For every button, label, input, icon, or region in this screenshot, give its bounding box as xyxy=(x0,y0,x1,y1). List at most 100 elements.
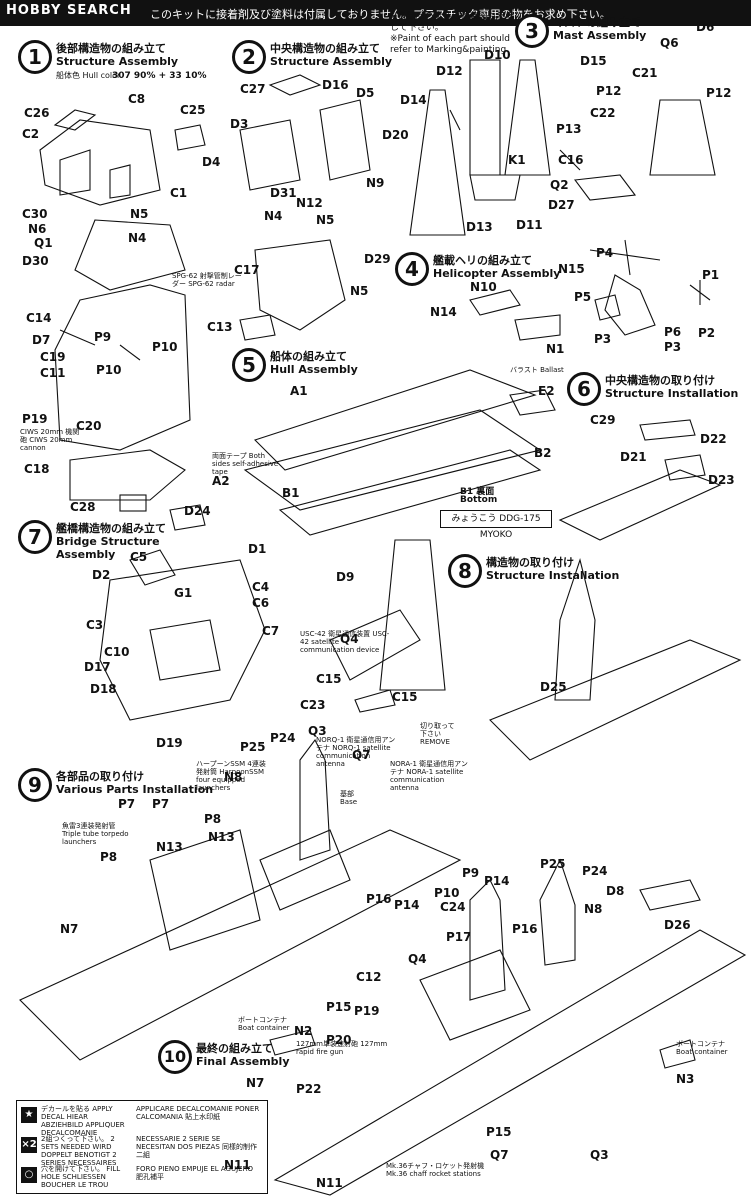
part-label: D16 xyxy=(322,78,349,92)
part-label: D4 xyxy=(202,155,221,169)
part-label: D27 xyxy=(548,198,575,212)
part-label: P22 xyxy=(296,1082,322,1096)
part-label: B2 xyxy=(534,446,552,460)
part-label: P24 xyxy=(270,731,296,745)
part-label: N13 xyxy=(156,840,183,854)
annotation: USC-42 衛星通信装置 USC-42 satellite communica… xyxy=(300,630,390,654)
part-label: P10 xyxy=(434,886,460,900)
part-label: P19 xyxy=(354,1004,380,1018)
part-label: D31 xyxy=(270,186,297,200)
part-label: P25 xyxy=(240,740,266,754)
annotation: SPG-62 射撃管制レーダー SPG-62 radar xyxy=(172,272,242,288)
part-label: D14 xyxy=(400,93,427,107)
part-label: Q4 xyxy=(340,632,359,646)
part-label: C10 xyxy=(104,645,130,659)
part-label: C27 xyxy=(240,82,266,96)
star-icon: ★ xyxy=(21,1107,37,1123)
part-label: D3 xyxy=(230,117,249,131)
part-label: P14 xyxy=(484,874,510,888)
part-label: C3 xyxy=(86,618,104,632)
step-number: 4 xyxy=(395,252,429,286)
part-label: P16 xyxy=(512,922,538,936)
part-label: N7 xyxy=(60,922,79,936)
part-label: D2 xyxy=(92,568,111,582)
part-label: P3 xyxy=(664,340,682,354)
part-label: N5 xyxy=(350,284,369,298)
part-label: N10 xyxy=(470,280,497,294)
annotation: 切り取って下さい REMOVE xyxy=(420,722,455,746)
part-label: D10 xyxy=(484,48,511,62)
step-number: 6 xyxy=(567,372,601,406)
part-label: C8 xyxy=(128,92,146,106)
part-label: N11 xyxy=(224,1158,251,1172)
part-label: N13 xyxy=(208,830,235,844)
part-label: N4 xyxy=(128,231,147,245)
part-label: C2 xyxy=(22,127,40,141)
part-label: P1 xyxy=(702,268,720,282)
ship-nameplate: みょうこう DDG-175 MYOKO xyxy=(440,510,552,540)
part-label: C4 xyxy=(252,580,270,594)
part-label: A1 xyxy=(290,384,308,398)
part-label: C6 xyxy=(252,596,270,610)
part-label: P10 xyxy=(96,363,122,377)
part-label: D12 xyxy=(436,64,463,78)
part-label: N8 xyxy=(224,770,243,784)
part-label: D11 xyxy=(516,218,543,232)
part-label: C15 xyxy=(392,690,418,704)
annotation: NORQ-1 衛星通信用アンテナ NORQ-1 satellite commun… xyxy=(316,736,396,768)
part-label: P15 xyxy=(326,1000,352,1014)
part-label: C29 xyxy=(590,413,616,427)
part-label: C13 xyxy=(207,320,233,334)
part-label: C18 xyxy=(24,462,50,476)
part-label: C17 xyxy=(234,263,260,277)
part-label: Q3 xyxy=(308,724,327,738)
step-number: 10 xyxy=(158,1040,192,1074)
part-label: C26 xyxy=(24,106,50,120)
part-label: D19 xyxy=(156,736,183,750)
part-label: N6 xyxy=(28,222,47,236)
part-label: G1 xyxy=(174,586,193,600)
part-label: C14 xyxy=(26,311,52,325)
part-label: D9 xyxy=(336,570,355,584)
part-label: N12 xyxy=(296,196,323,210)
part-label: P24 xyxy=(582,864,608,878)
symbol-legend: ★ デカールを貼る APPLY DECAL HIEAR ABZIEHBILD A… xyxy=(16,1100,268,1194)
step-number: 1 xyxy=(18,40,52,74)
part-label: P6 xyxy=(664,325,682,339)
part-label: C16 xyxy=(558,153,584,167)
part-label: D20 xyxy=(382,128,409,142)
part-label: P7 xyxy=(152,797,170,811)
part-label: C15 xyxy=(316,672,342,686)
annotation: ボートコンテナ Boat container xyxy=(676,1040,728,1056)
part-label: D29 xyxy=(364,252,391,266)
part-label: N5 xyxy=(316,213,335,227)
part-label: P2 xyxy=(698,326,716,340)
annotation: ハープーンSSM 4連装発射筒 HarpoonSSM four equipped… xyxy=(196,760,266,792)
part-label: P15 xyxy=(486,1125,512,1139)
part-label: P19 xyxy=(22,412,48,426)
part-label: N8 xyxy=(584,902,603,916)
annotation: B1 裏面 Bottom xyxy=(460,487,498,505)
step-number: 5 xyxy=(232,348,266,382)
hull-color-mix: 307 90% + 33 10% xyxy=(112,71,207,81)
part-label: P12 xyxy=(706,86,732,100)
part-label: D24 xyxy=(184,504,211,518)
annotation: 魚雷3連装発射管 Triple tube torpedo launchers xyxy=(62,822,129,846)
part-label: P14 xyxy=(394,898,420,912)
part-label: C22 xyxy=(590,106,616,120)
annotation: 両面テープ Both sides self-adhesive tape xyxy=(212,452,279,476)
paint-note-jp: ※各部品の塗装は塗装図も参考にして下さい。 xyxy=(390,12,524,33)
part-label: D18 xyxy=(90,682,117,696)
part-label: D5 xyxy=(356,86,375,100)
part-label: N1 xyxy=(546,342,565,356)
part-label: Q2 xyxy=(550,178,569,192)
step-number: 9 xyxy=(18,768,52,802)
